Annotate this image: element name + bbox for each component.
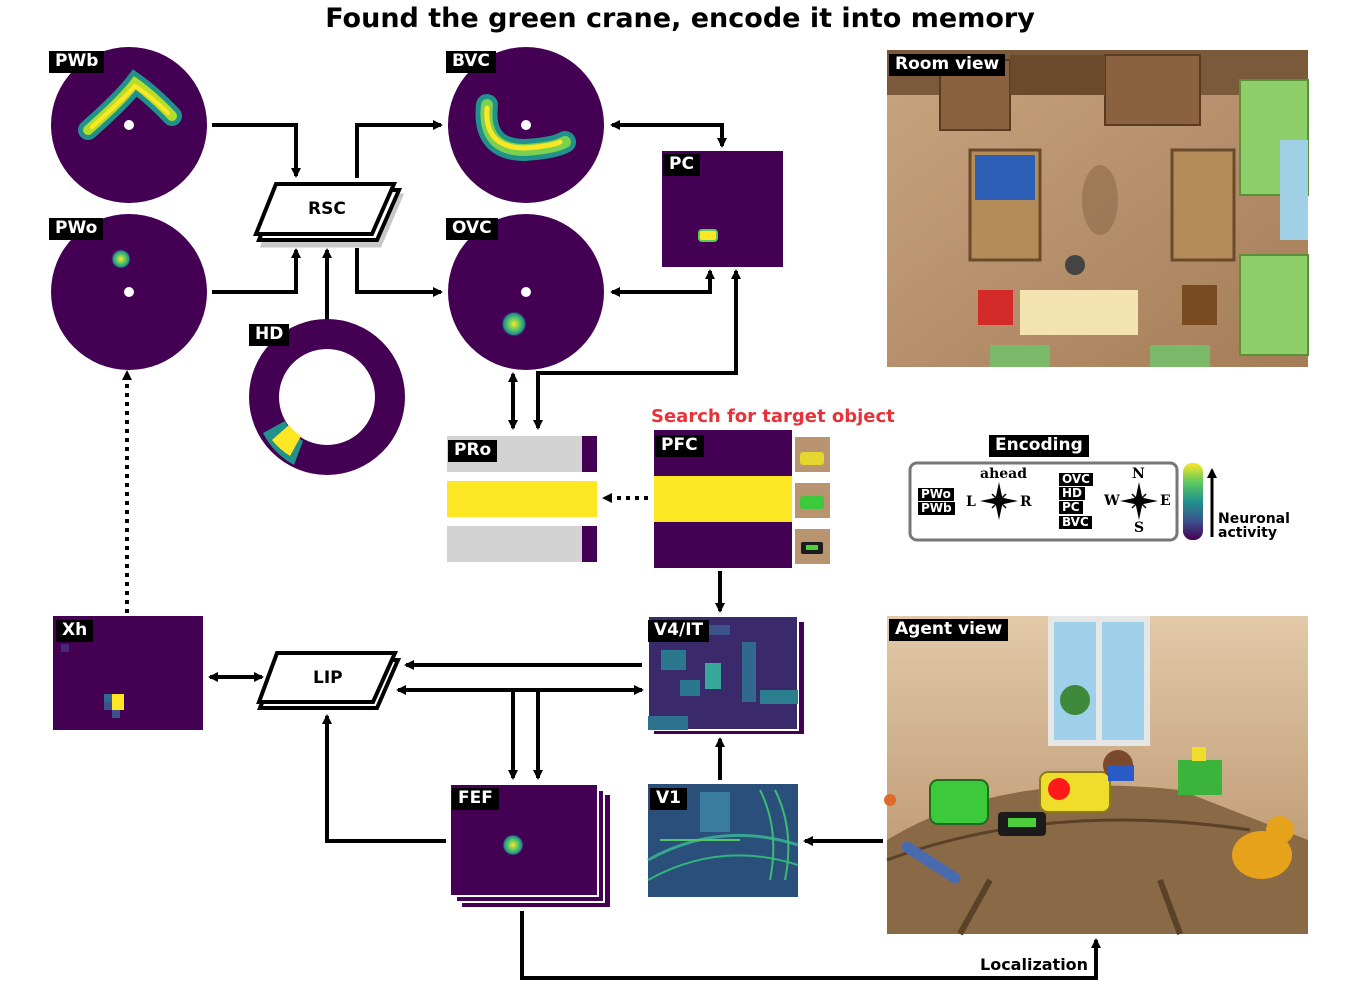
ovc-panel xyxy=(448,214,604,370)
neuronal-label: Neuronal xyxy=(1218,511,1290,527)
pwo-label: PWo xyxy=(49,218,104,240)
pro-panel xyxy=(447,436,597,562)
pwo-panel xyxy=(51,214,207,370)
arrow-rsc-bvc xyxy=(355,120,443,178)
green-crane-object xyxy=(929,779,989,825)
arrow-fef-lip xyxy=(322,714,446,843)
allo-north-label: N xyxy=(1132,466,1145,482)
hd-label: HD xyxy=(249,324,290,346)
arrow-localization xyxy=(520,911,1101,980)
xh-active-cell xyxy=(112,694,124,710)
search-target-label: Search for target object xyxy=(651,406,895,427)
lip-panel xyxy=(256,651,402,710)
colorbar xyxy=(1183,463,1203,540)
ego-item-pwo: PWo xyxy=(918,488,954,501)
pwo-activity-blob xyxy=(111,249,131,269)
ovc-activity-blob xyxy=(501,311,527,337)
allo-east-label: E xyxy=(1160,493,1171,509)
rsc-panel xyxy=(253,182,405,248)
lip-label: LIP xyxy=(313,668,343,688)
ego-compass xyxy=(980,482,1018,520)
arrow-pc-pro xyxy=(533,269,741,430)
pwb-label: PWb xyxy=(49,51,105,73)
agent-view-label: Agent view xyxy=(889,619,1009,641)
allo-compass xyxy=(1120,482,1158,520)
arrow-rsc-ovc xyxy=(355,248,443,297)
allo-west-label: W xyxy=(1104,493,1120,509)
pro-row-2 xyxy=(447,481,597,517)
allo-item-bvc: BVC xyxy=(1059,516,1092,529)
pc-activity-blob xyxy=(698,229,718,242)
figure-title: Found the green crane, encode it into me… xyxy=(325,3,1035,34)
ovc-label: OVC xyxy=(446,218,498,240)
bvc-panel xyxy=(448,47,604,203)
pfc-label: PFC xyxy=(655,435,704,457)
arrow-pwb-rsc xyxy=(212,123,301,178)
pfc-active-row xyxy=(654,476,792,522)
arrow-bvc-pc xyxy=(610,120,727,148)
allo-item-ovc: OVC xyxy=(1059,473,1093,486)
arrow-pwo-rsc xyxy=(212,248,301,294)
pro-label: PRo xyxy=(448,440,498,462)
room-view-label: Room view xyxy=(889,54,1006,76)
pwb-panel xyxy=(51,47,207,203)
ego-right-label: R xyxy=(1020,494,1032,510)
v1-label: V1 xyxy=(650,788,687,810)
pc-label: PC xyxy=(663,154,700,176)
encoding-legend xyxy=(908,461,1217,542)
agent-view-image xyxy=(884,616,1308,936)
allo-item-hd: HD xyxy=(1059,487,1086,500)
room-view-image xyxy=(887,50,1309,367)
activity-label: activity xyxy=(1218,525,1277,541)
hd-panel xyxy=(249,319,405,475)
allo-south-label: S xyxy=(1134,520,1145,536)
connections xyxy=(122,120,1101,980)
ego-ahead-label: ahead xyxy=(980,466,1028,482)
rsc-label: RSC xyxy=(308,199,346,219)
xh-label: Xh xyxy=(56,620,94,642)
fef-label: FEF xyxy=(452,788,499,810)
pro-row-3 xyxy=(447,526,597,562)
blocks-object xyxy=(1178,760,1222,795)
allo-item-pc: PC xyxy=(1059,501,1083,514)
arrow-ovc-pc xyxy=(610,269,715,297)
bvc-label: BVC xyxy=(446,51,496,73)
ego-item-pwb: PWb xyxy=(918,502,955,515)
gaze-target xyxy=(1048,778,1070,800)
ego-left-label: L xyxy=(966,494,976,510)
localization-label: Localization xyxy=(980,955,1089,974)
fef-activity-blob xyxy=(502,834,524,856)
v4it-label: V4/IT xyxy=(648,620,710,642)
encoding-title: Encoding xyxy=(989,435,1089,457)
